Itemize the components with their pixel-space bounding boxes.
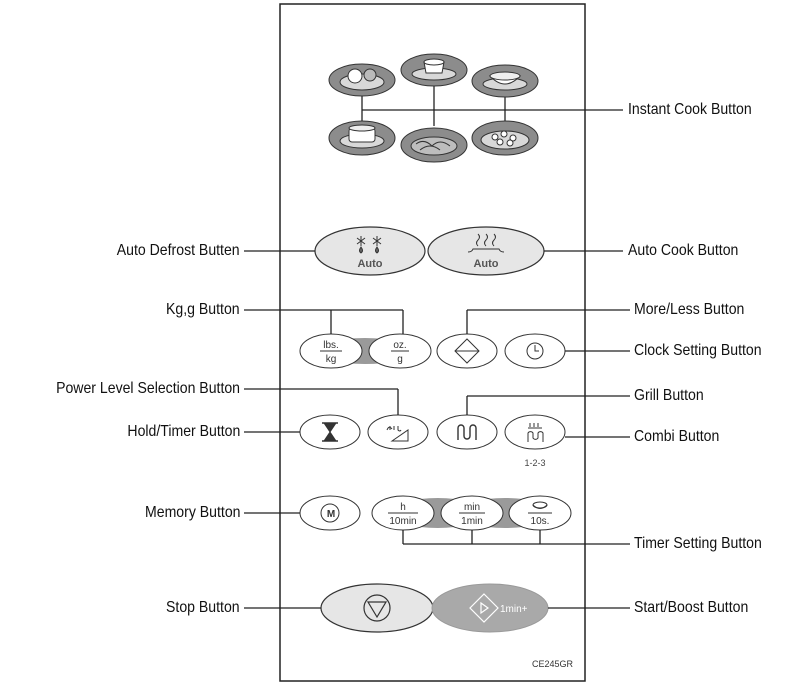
grill-button[interactable] <box>436 414 498 450</box>
instant-cook-label: Instant Cook Button <box>628 101 752 118</box>
combi-icon <box>527 423 544 442</box>
auto-cook-button[interactable]: Auto <box>427 226 545 276</box>
clock-setting-button[interactable] <box>504 333 566 369</box>
g-label: g <box>397 354 403 365</box>
kg-g-button-pair <box>299 333 432 369</box>
memory-button[interactable]: M <box>299 495 361 531</box>
soup-bowl-icon[interactable] <box>471 64 539 98</box>
minutes-button[interactable]: min 1min <box>459 502 485 527</box>
more-less-button[interactable] <box>436 333 498 369</box>
pasta-dish-icon[interactable] <box>400 127 468 163</box>
dish-icon <box>532 501 548 509</box>
start-boost-label: Start/Boost Button <box>634 599 749 616</box>
timer-setting-label: Timer Setting Button <box>634 535 762 552</box>
combi-sublabel: 1-2-3 <box>524 458 545 468</box>
auto-cook-label: Auto Cook Button <box>628 242 739 259</box>
seconds-button[interactable]: 10s. <box>528 501 552 527</box>
clock-icon <box>526 342 544 360</box>
memory-icon: M <box>320 503 340 523</box>
lbs-label: lbs. <box>323 340 339 351</box>
callout-lines <box>244 250 630 609</box>
memory-symbol: M <box>327 509 335 520</box>
min-label: min <box>464 502 480 513</box>
combi-label: Combi Button <box>634 428 720 445</box>
hours-label: h <box>400 502 406 513</box>
grill-coil-icon <box>457 424 477 440</box>
power-level-icon <box>386 426 409 442</box>
one-min-label: 1min <box>461 516 483 527</box>
stop-button[interactable] <box>320 583 434 633</box>
model-code: CE245GR <box>532 659 574 669</box>
start-boost-text: 1min+ <box>500 604 528 615</box>
auto-defrost-button[interactable]: Auto <box>314 226 426 276</box>
oz-g-button[interactable]: oz. g <box>391 340 409 365</box>
hold-timer-button[interactable] <box>299 414 361 450</box>
combi-button[interactable] <box>504 414 566 450</box>
meat-dish-icon[interactable] <box>328 63 396 97</box>
power-level-button[interactable] <box>367 414 429 450</box>
start-boost-button[interactable]: 1min+ <box>431 583 549 633</box>
ten-sec-label: 10s. <box>531 516 550 527</box>
auto-defrost-label: Auto Defrost Butten <box>117 242 240 259</box>
ten-min-label: 10min <box>389 516 416 527</box>
power-level-label: Power Level Selection Button <box>56 380 240 397</box>
start-icon <box>469 593 499 623</box>
hours-button[interactable]: h 10min <box>388 502 418 527</box>
auto-defrost-text: Auto <box>357 258 382 270</box>
cup-icon[interactable] <box>400 53 468 87</box>
kg-label: kg <box>326 354 337 365</box>
stop-label: Stop Button <box>166 599 240 616</box>
clock-setting-label: Clock Setting Button <box>634 342 762 359</box>
memory-label: Memory Button <box>144 504 240 521</box>
vegetable-dish-icon[interactable] <box>471 120 539 156</box>
hourglass-icon <box>322 422 338 442</box>
kg-g-label: Kg,g Button <box>166 301 240 318</box>
steam-icon <box>467 233 505 253</box>
instant-cook-group <box>328 53 623 163</box>
oz-label: oz. <box>393 340 406 351</box>
timer-bracket <box>402 530 630 545</box>
more-less-label: More/Less Button <box>634 301 745 318</box>
auto-cook-text: Auto <box>473 258 498 270</box>
snowflake-drops-icon <box>356 236 382 254</box>
grill-label: Grill Button <box>634 387 704 404</box>
hold-timer-label: Hold/Timer Button <box>127 423 240 440</box>
lbs-kg-button[interactable]: lbs. kg <box>320 340 342 365</box>
casserole-icon[interactable] <box>328 120 396 156</box>
stop-icon <box>363 594 391 622</box>
up-down-arrows-icon <box>454 338 480 364</box>
